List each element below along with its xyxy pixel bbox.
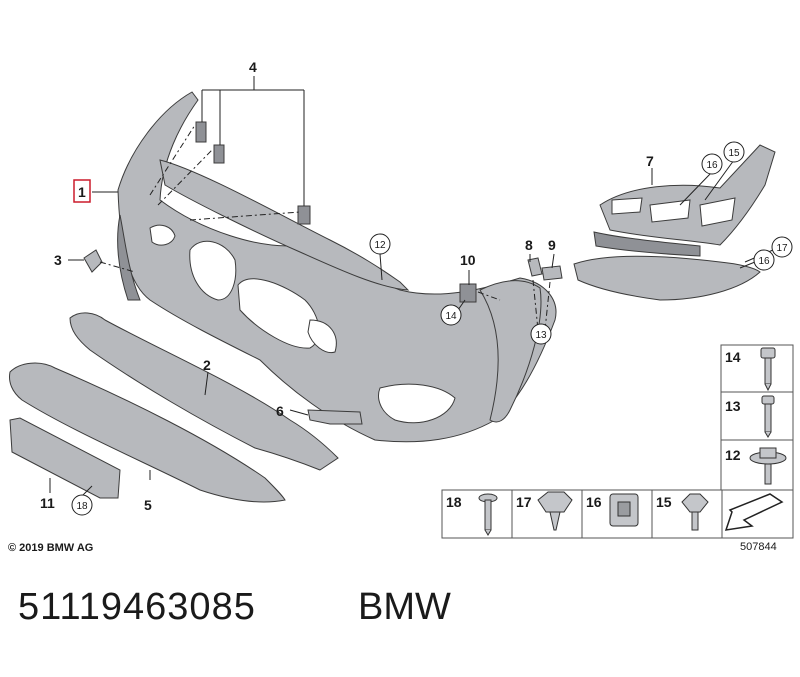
bracket-10 (459, 283, 477, 303)
cap-3 (83, 249, 103, 273)
bumper-right-wing (479, 280, 542, 423)
bracket-6 (307, 409, 363, 425)
callout-12: 12 (374, 240, 386, 251)
legend-14-label: 14 (725, 349, 741, 365)
part-number: 51119463085 (18, 586, 256, 628)
callout-11: 11 (40, 495, 55, 511)
legend-12-label: 12 (725, 447, 741, 463)
clip-nut-16-icon (609, 493, 639, 527)
callout-2: 2 (203, 357, 211, 373)
circled-callout-16a: 16 (701, 153, 723, 175)
legend-16-label: 16 (586, 494, 602, 510)
deflector-16 (573, 255, 761, 301)
callout-7: 7 (646, 153, 654, 169)
legend-15-label: 15 (656, 494, 672, 510)
nut-12-icon (749, 447, 787, 485)
circled-callout-16b: 16 (753, 249, 775, 271)
circled-callout-17: 17 (771, 236, 793, 258)
callout-18: 18 (76, 501, 88, 512)
callout-1-highlight-box (73, 179, 91, 203)
legend-bottom-row: 18 17 16 15 (441, 489, 794, 539)
brand-name: BMW (358, 586, 451, 628)
legend-18-label: 18 (446, 494, 462, 510)
callout-6: 6 (276, 403, 284, 419)
callout-5: 5 (144, 497, 152, 513)
callout-14: 14 (445, 311, 457, 322)
bracket-7 (593, 144, 776, 257)
screw-14-icon (760, 347, 776, 392)
callout-3: 3 (54, 252, 62, 268)
circled-callout-12: 12 (369, 233, 391, 255)
screw-15-icon (681, 493, 709, 531)
circled-callout-18: 18 (71, 494, 93, 516)
lower-strip-5 (9, 362, 286, 503)
diagram-id: 507844 (740, 541, 777, 553)
screw-18-icon (478, 493, 498, 536)
copyright-text: © 2019 BMW AG (8, 542, 94, 554)
upper-support (159, 121, 410, 291)
circled-callout-15: 15 (723, 141, 745, 163)
license-bracket-11 (9, 417, 121, 499)
callout-8: 8 (525, 237, 533, 253)
callout-16: 16 (706, 160, 718, 171)
callout-13: 13 (535, 330, 547, 341)
legend-17-label: 17 (516, 494, 532, 510)
callout-10: 10 (460, 252, 476, 268)
arrow-icon (724, 493, 784, 531)
callout-16-lower: 16 (758, 256, 770, 267)
callout-15: 15 (728, 148, 740, 159)
callout-1: 1 (78, 184, 86, 200)
callout-9: 9 (548, 237, 556, 253)
clips-8-9 (527, 257, 563, 281)
callout-4: 4 (249, 59, 257, 75)
circled-callout-13: 13 (530, 323, 552, 345)
legend-13-label: 13 (725, 398, 741, 414)
screw-13-icon (761, 395, 775, 438)
legend-right-column: 14 13 12 (720, 344, 794, 491)
circled-callout-14: 14 (440, 304, 462, 326)
rivet-17-icon (537, 491, 573, 531)
lower-spoiler-2 (69, 312, 339, 471)
callout-17: 17 (776, 243, 788, 254)
